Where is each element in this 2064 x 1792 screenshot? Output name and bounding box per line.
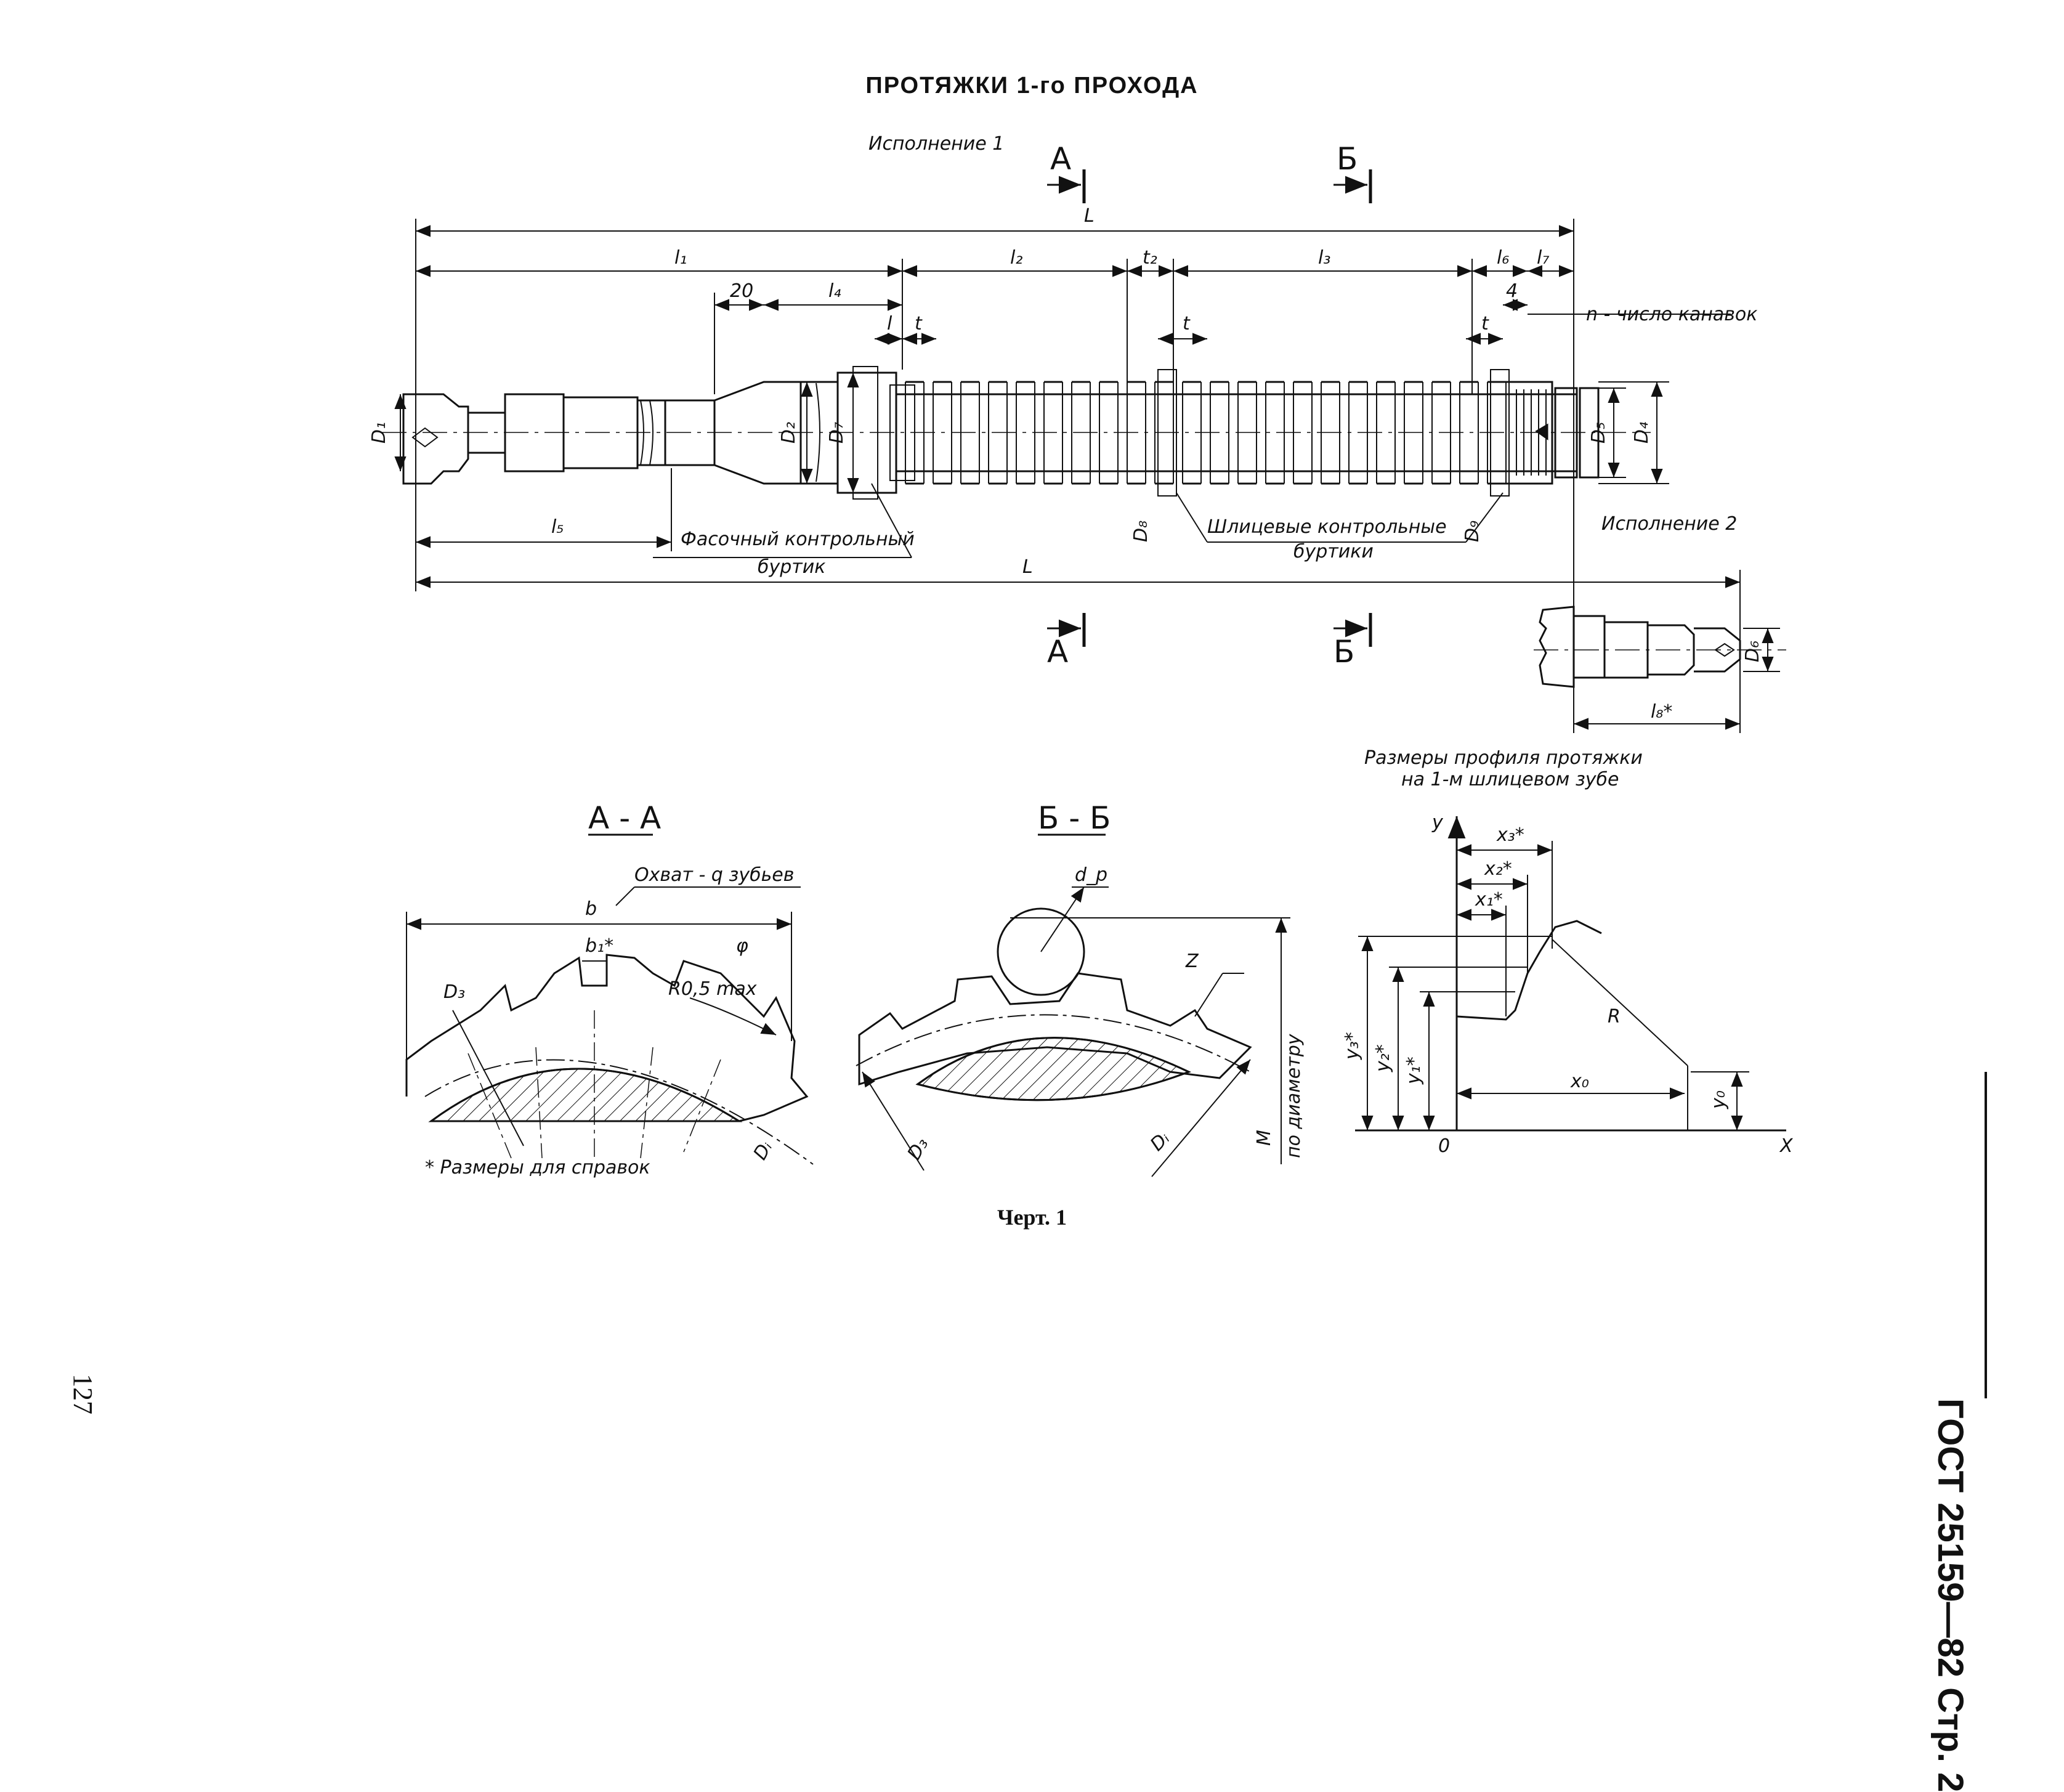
section-mark-b-bottom: Б: [1334, 634, 1354, 670]
chamfer-note-1: Фасочный контрольный: [681, 529, 915, 550]
spline-note-1: Шлицевые контрольные: [1207, 516, 1447, 538]
dim-D3-aa: D₃: [443, 981, 465, 1003]
dim-4: 4: [1506, 280, 1518, 302]
dim-y2: y₂*: [1372, 1044, 1394, 1072]
by-diameter-label: по диаметру: [1283, 1033, 1305, 1158]
section-marks: [1047, 169, 1372, 647]
broach-body: [382, 366, 1651, 500]
dim-x2: x₂*: [1484, 858, 1512, 880]
dim-l6: l₆: [1497, 247, 1509, 269]
dim-l: l: [887, 313, 892, 334]
dim-y1: y₁*: [1403, 1056, 1425, 1085]
dim-D2: D₂: [778, 422, 799, 444]
dim-t2: t₂: [1143, 247, 1157, 269]
section-bb-labels: Б - Б d_p Z D₃ Dᵢ M по диаметру: [904, 800, 1305, 1164]
profile-note-2: на 1-м шлицевом зубе: [1401, 769, 1619, 790]
section-aa-title: А - А: [588, 800, 661, 836]
dimension-lines: [394, 219, 1741, 733]
dim-b1: b₁*: [585, 935, 613, 957]
section-bb-title: Б - Б: [1038, 800, 1111, 836]
figure-caption: Черт. 1: [997, 1205, 1067, 1230]
section-mark-b-top: Б: [1337, 141, 1358, 177]
profile-diagram: [1355, 816, 1786, 1132]
dim-l4: l₄: [828, 280, 841, 302]
dim-D3-bb: D₃: [904, 1134, 933, 1164]
dim-x1: x₁*: [1475, 889, 1503, 910]
profile-note-1: Размеры профиля протяжки: [1364, 747, 1643, 769]
page-number: 127: [68, 1374, 98, 1414]
tooth-count-Z: Z: [1185, 951, 1199, 972]
dim-t-1: t: [915, 313, 923, 334]
dim-t-2: t: [1183, 313, 1191, 334]
section-mark-a-top: А: [1050, 141, 1071, 177]
dim-dp: d_p: [1075, 864, 1107, 886]
standard-divider: [1985, 1072, 1987, 1398]
dim-D5: D₅: [1588, 422, 1609, 444]
spline-note-2: буртики: [1293, 541, 1374, 562]
chamfer-note-2: буртик: [758, 556, 825, 578]
dim-D8: D₈: [1130, 521, 1152, 542]
origin-label: 0: [1438, 1135, 1450, 1157]
x-axis-label: X: [1779, 1135, 1794, 1157]
dim-20: 20: [730, 280, 753, 302]
dim-L-top: L: [1084, 205, 1095, 227]
reference-footnote: * Размеры для справок: [425, 1157, 650, 1178]
dim-l8: l₈*: [1651, 701, 1672, 723]
section-aa-labels: А - А Охват - q зубьев b b₁* φ R0,5 max …: [425, 800, 794, 1178]
coverage-label: Охват - q зубьев: [634, 864, 794, 886]
y-axis-label: y: [1431, 812, 1444, 833]
dim-y0: y₀: [1708, 1090, 1730, 1109]
dim-b: b: [585, 898, 597, 920]
dim-t-3: t: [1481, 313, 1489, 334]
dim-D7: D₇: [826, 422, 848, 444]
dim-l2: l₂: [1010, 247, 1022, 269]
technical-drawing: Исполнение 1 А Б А Б L l₁ l₂ t₂ l₃ l₆ l₇…: [368, 133, 1794, 1178]
section-bb: [856, 833, 1290, 1177]
dim-l7: l₇: [1537, 247, 1549, 269]
dim-M: M: [1253, 1130, 1275, 1146]
dim-D1: D₁: [368, 422, 390, 444]
section-mark-a-bottom: А: [1047, 634, 1068, 670]
dim-Di-aa: Dᵢ: [750, 1138, 777, 1164]
variant-2-label: Исполнение 2: [1601, 513, 1737, 535]
dim-Di-bb: Dᵢ: [1146, 1128, 1174, 1156]
angle-phi: φ: [736, 935, 748, 957]
dim-l1: l₁: [674, 247, 687, 269]
profile-labels: y X 0 x₃* x₂* x₁* R x₀ y₀ y₃* y₂* y₁*: [1342, 812, 1794, 1157]
dim-D9: D₉: [1462, 521, 1483, 542]
variant-2-shank: [1534, 606, 1786, 688]
dim-x3: x₃*: [1496, 824, 1524, 846]
dim-D6: D₆: [1742, 641, 1763, 662]
dim-y3: y₃*: [1342, 1032, 1363, 1060]
dim-l3: l₃: [1318, 247, 1330, 269]
section-aa: [405, 833, 814, 1165]
dim-D4: D₄: [1631, 422, 1653, 444]
main-view-labels: Исполнение 1 А Б А Б L l₁ l₂ t₂ l₃ l₆ l₇…: [368, 133, 1763, 790]
standard-reference: ГОСТ 25159—82 Стр. 2: [1930, 1398, 1970, 1792]
page-title: ПРОТЯЖКИ 1-го ПРОХОДА: [865, 73, 1199, 99]
dim-R: R: [1608, 1006, 1621, 1028]
dim-l5: l₅: [551, 516, 564, 538]
dim-x0: x₀: [1570, 1071, 1589, 1092]
dim-L-bottom: L: [1022, 556, 1033, 578]
variant-1-label: Исполнение 1: [868, 133, 1004, 155]
grooves-note: n - число канавок: [1586, 304, 1757, 325]
radius-label: R0,5 max: [668, 978, 757, 1000]
